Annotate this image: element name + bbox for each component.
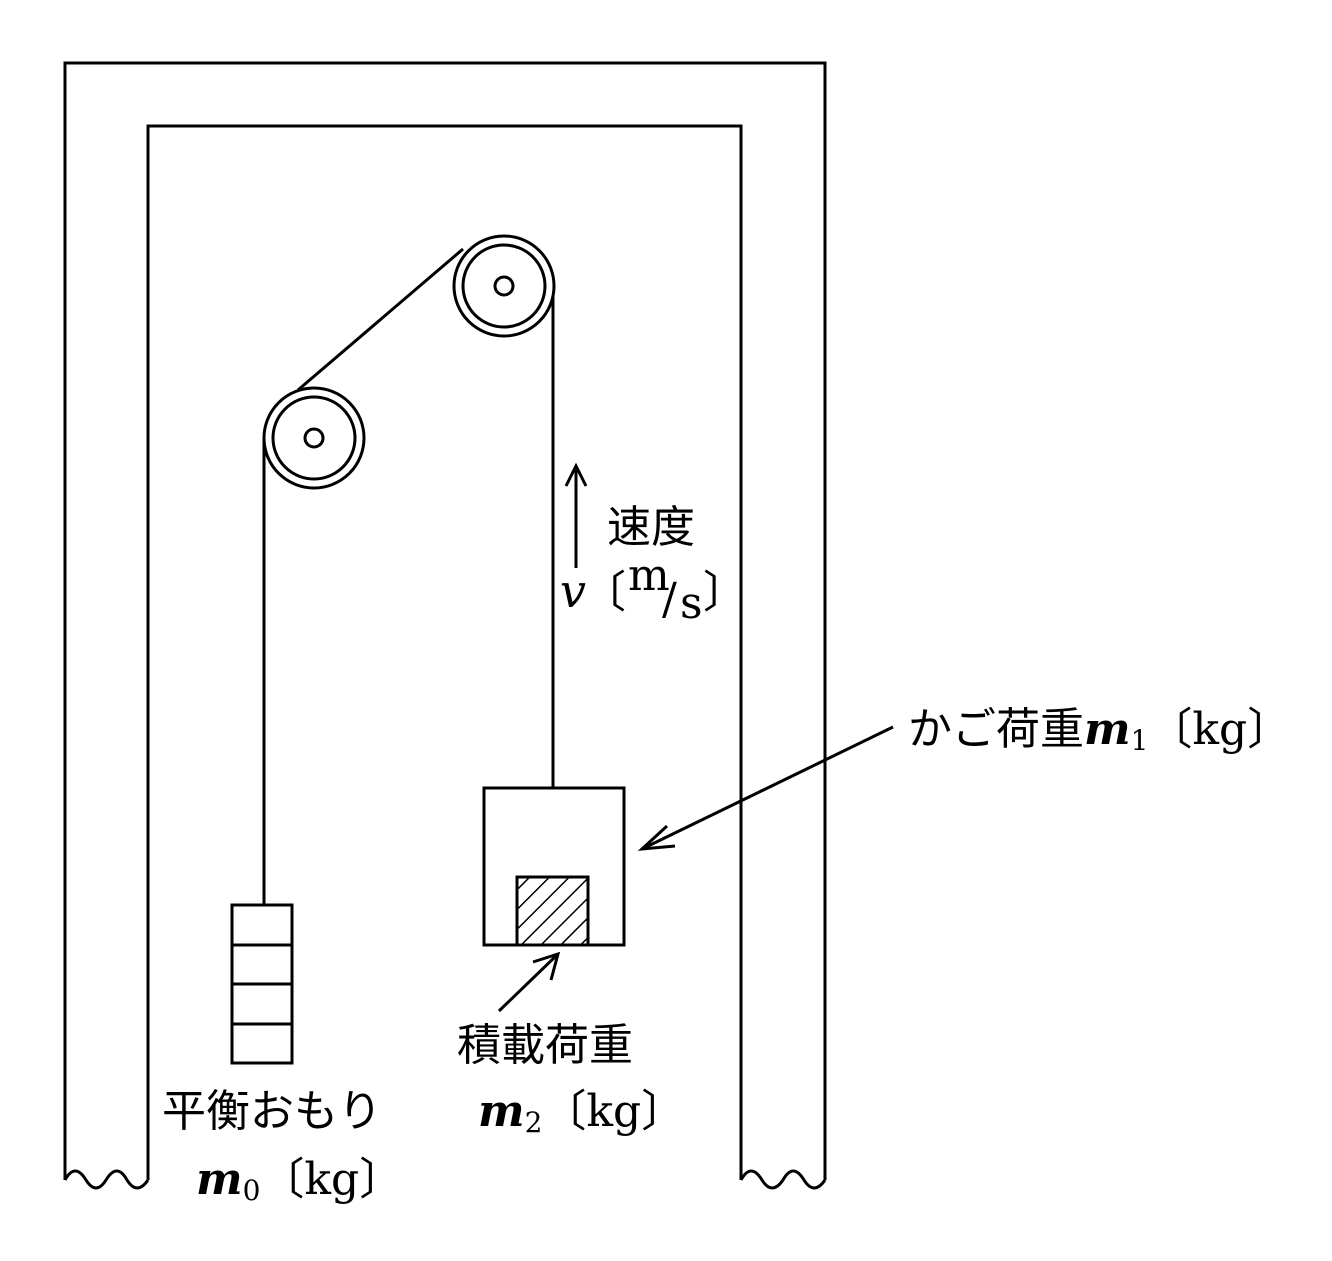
rope-between-sheaves (297, 247, 464, 392)
upper-sheave (452, 234, 556, 338)
car-load-subscript: 1 (1131, 724, 1149, 757)
load-pointer-arrow (497, 951, 561, 1013)
counterweight-variable: m (196, 1154, 243, 1205)
counterweight-value: m0〔kg〕 (196, 1154, 403, 1207)
deflector-sheave (262, 386, 366, 490)
counterweight (230, 903, 294, 1065)
rated-load-unit: 〔kg〕 (542, 1086, 685, 1137)
speed-variable: v (560, 564, 586, 618)
counterweight-subscript: 0 (243, 1174, 261, 1207)
load-block (515, 875, 590, 947)
speed-unit-close: 〕 (703, 567, 747, 618)
right-wall-break (739, 1169, 827, 1190)
rated-load-title: 積載荷重 (457, 1020, 633, 1071)
rated-load-value: m2〔kg〕 (478, 1086, 685, 1139)
rated-load-subscript: 2 (525, 1106, 543, 1139)
car-load-title: かご荷重 (908, 704, 1084, 755)
speed-arrow (564, 462, 588, 568)
shaft-inner-wall (146, 124, 743, 1180)
shaft-outer-wall (63, 61, 827, 1180)
car-load-unit: 〔kg〕 (1148, 704, 1291, 755)
speed-unit-denominator: s (680, 578, 703, 629)
rated-load-variable: m (478, 1086, 525, 1137)
left-wall-break (63, 1169, 150, 1190)
speed-title: 速度 (607, 502, 695, 553)
counterweight-title: 平衡おもり (162, 1086, 382, 1137)
car-pointer-arrow (637, 725, 894, 851)
car-load-variable: m (1084, 704, 1131, 755)
car-load-label: かご荷重m1〔kg〕 (908, 704, 1291, 757)
counterweight-unit: 〔kg〕 (260, 1154, 403, 1205)
speed-unit-slash: / (662, 574, 677, 625)
speed-unit-open: 〔 (582, 567, 626, 618)
speed-unit-numerator: m (628, 550, 670, 601)
